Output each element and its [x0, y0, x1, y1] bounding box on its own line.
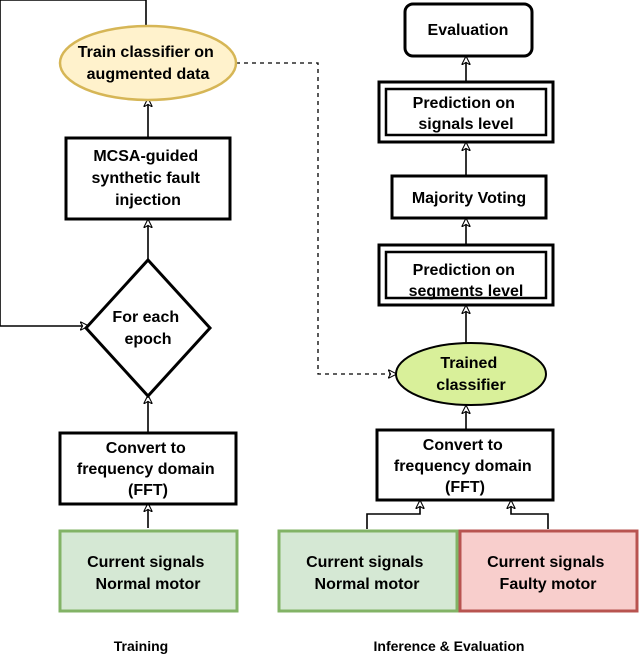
convert-train-line-1: Convert to [106, 440, 186, 457]
each-epoch-line-2: epoch [124, 331, 171, 348]
majority-voting-shape [390, 174, 548, 220]
normal-infer-line-1: Current signals [306, 554, 423, 571]
edge-trained-model-transfer [236, 62, 396, 374]
pred-signals-label: Prediction on signals level [413, 95, 520, 133]
train-classifier-line-2: augmented data [87, 66, 210, 83]
convert-infer-node: Convert to frequency domain (FFT) [375, 428, 555, 502]
train-classifier-line-1: Train classifier on [78, 44, 214, 61]
convert-train-node: Convert to frequency domain (FFT) [58, 431, 238, 506]
pred-segments-outer [377, 243, 555, 307]
fault-injection-label: MCSA-guided synthetic fault injection [92, 148, 205, 209]
each-epoch-line-1: For each [112, 309, 179, 326]
majority-voting-label: Majority Voting [412, 190, 526, 207]
majority-voting-node: Majority Voting [390, 174, 548, 220]
train-classifier-label: Train classifier on augmented data [78, 44, 219, 83]
each-epoch-shape [83, 257, 213, 399]
faulty-infer-line-2: Faulty motor [500, 576, 597, 593]
pred-signals-line-2: signals level [418, 116, 513, 133]
normal-train-line-2: Normal motor [96, 576, 201, 593]
normal-infer-shape [277, 529, 459, 613]
normal-infer-label: Current signals Normal motor [306, 554, 428, 593]
convert-infer-line-1: Convert to [423, 437, 503, 454]
pred-signals-line-1: Prediction on [413, 95, 515, 112]
trained-classifier-label: Trained classifier [436, 355, 505, 394]
pred-segments-label: Prediction on segments level [409, 262, 524, 300]
evaluation-line-1: Evaluation [428, 22, 509, 39]
majority-voting-line-1: Majority Voting [412, 190, 526, 207]
pred-signals-inner [384, 87, 548, 137]
trained-classifier-line-2: classifier [436, 377, 505, 394]
convert-train-shape [58, 431, 238, 506]
edge-faulty-to-convert-infer [511, 501, 549, 529]
evaluation-node: Evaluation [403, 2, 534, 58]
normal-train-line-1: Current signals [87, 554, 204, 571]
convert-train-label: Convert to frequency domain (FFT) [77, 440, 219, 499]
convert-infer-line-2: frequency domain [394, 458, 532, 475]
convert-infer-label: Convert to frequency domain (FFT) [394, 437, 536, 496]
fault-injection-line-3: injection [115, 192, 181, 209]
pred-signals-outer [377, 80, 555, 144]
evaluation-shape [403, 2, 534, 58]
pred-segments-inner [384, 250, 548, 300]
inference-caption: Inference & Evaluation [374, 638, 525, 654]
trained-classifier-node: Trained classifier [395, 342, 547, 406]
faulty-infer-line-1: Current signals [487, 554, 604, 571]
trained-classifier-shape [395, 342, 547, 406]
evaluation-label: Evaluation [428, 22, 509, 39]
faulty-infer-label: Current signals Faulty motor [487, 554, 609, 593]
trained-classifier-line-1: Trained [440, 355, 497, 372]
pred-segments-node: Prediction on segments level [377, 243, 555, 307]
fault-injection-line-2: synthetic fault [92, 170, 201, 187]
normal-infer-line-2: Normal motor [315, 576, 420, 593]
fault-injection-line-1: MCSA-guided [93, 148, 198, 165]
normal-train-shape [58, 529, 239, 613]
training-caption: Training [114, 638, 168, 654]
edges [0, 0, 549, 529]
pred-segments-line-2: segments level [409, 283, 524, 300]
normal-train-node: Current signals Normal motor [58, 529, 239, 613]
edge-loop-back-to-epoch [0, 0, 147, 326]
convert-infer-shape [375, 428, 555, 502]
fault-injection-shape [64, 136, 232, 221]
normal-train-label: Current signals Normal motor [87, 554, 209, 593]
train-classifier-node: Train classifier on augmented data [58, 24, 238, 102]
faulty-infer-shape [458, 529, 639, 613]
normal-infer-node: Current signals Normal motor [277, 529, 459, 613]
convert-train-line-3: (FFT) [128, 482, 168, 499]
pred-signals-node: Prediction on signals level [377, 80, 555, 144]
train-classifier-shape [58, 24, 238, 102]
edge-normal-to-convert-infer [366, 501, 420, 529]
pred-segments-line-1: Prediction on [413, 262, 515, 279]
each-epoch-label: For each epoch [112, 309, 183, 348]
faulty-infer-node: Current signals Faulty motor [458, 529, 639, 613]
each-epoch-node: For each epoch [83, 257, 213, 399]
fault-injection-node: MCSA-guided synthetic fault injection [64, 136, 232, 221]
convert-infer-line-3: (FFT) [445, 479, 485, 496]
convert-train-line-2: frequency domain [77, 461, 215, 478]
